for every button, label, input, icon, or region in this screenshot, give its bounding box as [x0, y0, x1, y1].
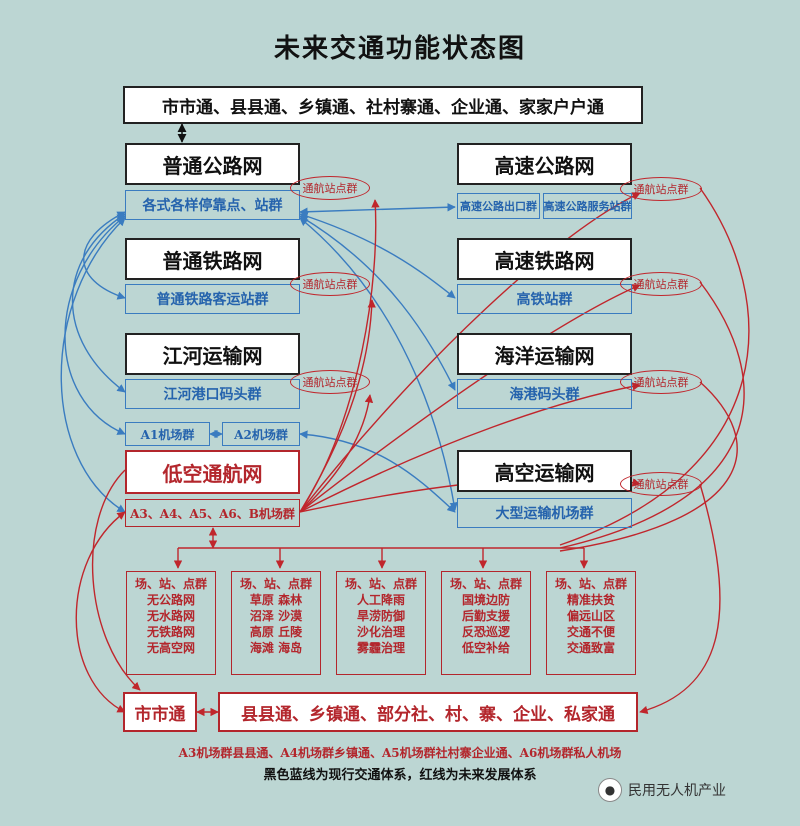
watermark-text: 民用无人机产业 [628, 783, 726, 799]
category-2-line-5: 海滩 海岛 [249, 641, 303, 655]
category-3-line-2: 人工降雨 [356, 593, 405, 607]
oval-general-aviation-3: 通航站点群 [290, 370, 370, 394]
network-ordinary-rail: 普通铁路网 [125, 238, 300, 280]
blue-link-road-lowalt [60, 217, 126, 513]
category-1-line-1: 场、站、点群 [134, 577, 207, 591]
red-curve-left-bottom-2 [92, 469, 141, 691]
blue-link-road-rail [83, 211, 126, 300]
wechat-icon: ● [598, 778, 622, 802]
red-curve-right-3 [559, 381, 738, 552]
blue-link-a2-airport [299, 430, 456, 513]
station-high-speed-rail: 高铁站群 [457, 284, 632, 314]
blue-link-road-river [71, 213, 126, 393]
red-link-lowalt-oval2 [299, 299, 376, 513]
oval-general-aviation-1: 通航站点群 [290, 176, 370, 200]
note-legend: 黑色蓝线为现行交通体系，红线为未来发展体系 [263, 768, 537, 783]
station-high-altitude: 大型运输机场群 [457, 498, 632, 528]
category-1-line-2: 无公路网 [146, 593, 195, 607]
category-3-line-3: 旱涝防御 [356, 609, 405, 623]
category-4-line-5: 低空补给 [461, 641, 510, 655]
category-2-line-1: 场、站、点群 [239, 577, 312, 591]
category-3-line-1: 场、站、点群 [344, 577, 417, 591]
category-box-4: 场、站、点群 国境边防 后勤支援 反恐巡逻 低空补给 [441, 571, 531, 675]
station-expressway-service: 高速公路服务站群 [543, 193, 632, 219]
category-1-line-3: 无水路网 [146, 609, 195, 623]
category-5-line-1: 场、站、点群 [554, 577, 627, 591]
red-curve-right-1 [559, 187, 750, 546]
red-curve-right-2 [559, 281, 745, 549]
station-river: 江河港口码头群 [125, 379, 300, 409]
network-high-speed-rail: 高速铁路网 [457, 238, 632, 280]
category-box-3: 场、站、点群 人工降雨 旱涝防御 沙化治理 雾霾治理 [336, 571, 426, 675]
category-5-line-2: 精准扶贫 [566, 593, 615, 607]
red-curve-left-bottom [75, 511, 126, 713]
watermark: ● 民用无人机产业 [598, 778, 726, 802]
category-3-line-4: 沙化治理 [356, 625, 405, 639]
category-5-line-3: 偏远山区 [566, 609, 615, 623]
network-ordinary-road: 普通公路网 [125, 143, 300, 185]
bottom-county-town-access: 县县通、乡镇通、部分社、村、寨、企业、私家通 [218, 692, 638, 732]
category-1-line-4: 无铁路网 [146, 625, 195, 639]
network-river: 江河运输网 [125, 333, 300, 375]
note-airport-classes: A3机场群县县通、A4机场群乡镇通、A5机场群社村寨企业通、A6机场群私人机场 [178, 746, 622, 760]
blue-link-road-expressway [299, 203, 456, 216]
category-4-line-4: 反恐巡逻 [461, 625, 510, 639]
category-5-line-5: 交通致富 [566, 641, 615, 655]
station-expressway-exit: 高速公路出口群 [457, 193, 540, 219]
category-4-line-2: 国境边防 [461, 593, 510, 607]
network-expressway: 高速公路网 [457, 143, 632, 185]
blue-link-road-port [299, 215, 456, 391]
category-2-line-4: 高原 丘陵 [249, 625, 303, 639]
red-curve-right-bottom [639, 483, 721, 715]
category-3-line-5: 雾霾治理 [356, 641, 405, 655]
airport-group-a1: A1机场群 [125, 422, 210, 446]
top-connectivity-bar: 市市通、县县通、乡镇通、社村寨通、企业通、家家户户通 [123, 86, 643, 124]
oval-general-aviation-2: 通航站点群 [290, 272, 370, 296]
category-box-1: 场、站、点群 无公路网 无水路网 无铁路网 无高空网 [126, 571, 216, 675]
category-2-line-2: 草原 森林 [249, 593, 303, 607]
airport-group-a2: A2机场群 [222, 422, 300, 446]
red-link-lowalt-oval6 [299, 382, 641, 513]
category-5-line-4: 交通不便 [566, 625, 615, 639]
oval-general-aviation-6: 通航站点群 [620, 370, 702, 394]
station-ordinary-rail: 普通铁路客运站群 [125, 284, 300, 314]
diagram-title: 未来交通功能状态图 [273, 34, 526, 64]
category-4-line-1: 场、站、点群 [449, 577, 522, 591]
oval-general-aviation-5: 通航站点群 [620, 272, 702, 296]
category-box-2: 场、站、点群 草原 森林 沼泽 沙漠 高原 丘陵 海滩 海岛 [231, 571, 321, 675]
category-2-line-3: 沼泽 沙漠 [249, 609, 303, 623]
oval-general-aviation-4: 通航站点群 [620, 177, 702, 201]
red-link-lowalt-oval4 [299, 192, 641, 513]
blue-link-road-airport [299, 217, 458, 511]
network-ocean: 海洋运输网 [457, 333, 632, 375]
category-box-5: 场、站、点群 精准扶贫 偏远山区 交通不便 交通致富 [546, 571, 636, 675]
station-low-altitude: A3、A4、A5、A6、B机场群 [125, 499, 300, 527]
network-high-altitude: 高空运输网 [457, 450, 632, 492]
network-low-altitude: 低空通航网 [125, 450, 300, 494]
oval-general-aviation-7: 通航站点群 [620, 472, 702, 496]
category-1-line-5: 无高空网 [146, 641, 195, 655]
station-ordinary-road: 各式各样停靠点、站群 [125, 190, 300, 220]
bottom-city-to-city: 市市通 [123, 692, 197, 732]
category-4-line-3: 后勤支援 [461, 609, 510, 623]
blue-link-road-a1 [64, 215, 126, 435]
station-ocean: 海港码头群 [457, 379, 632, 409]
